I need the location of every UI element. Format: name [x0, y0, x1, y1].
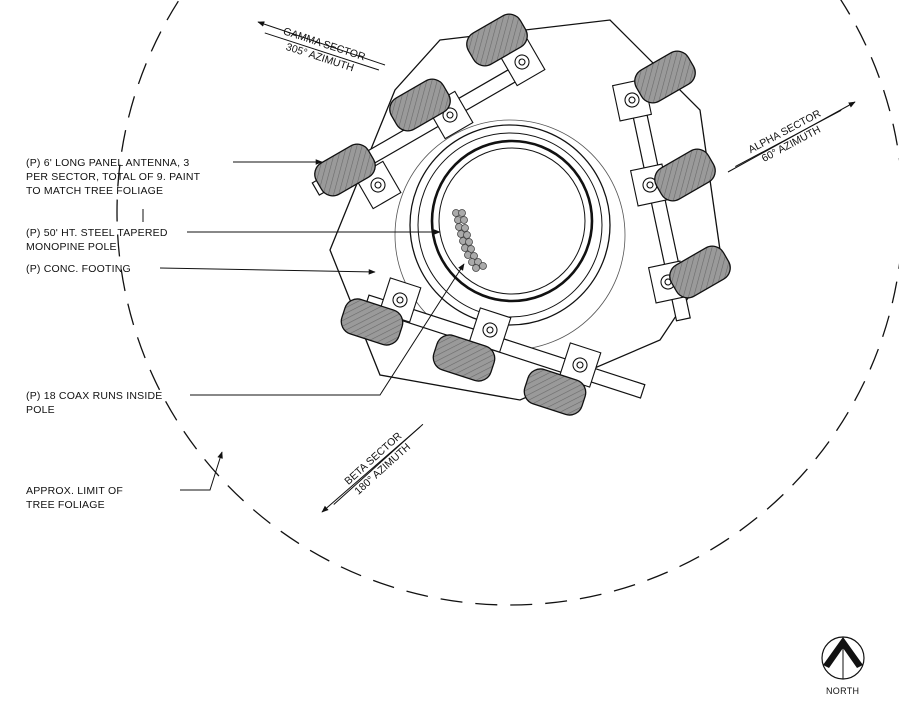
footing-callout: (P) CONC. FOOTING: [26, 262, 131, 276]
coax-callout: (P) 18 COAX RUNS INSIDE POLE: [26, 389, 162, 417]
panel-antennas: [314, 13, 731, 416]
north-label: NORTH: [826, 686, 860, 696]
coax-callout-line-2: POLE: [26, 404, 55, 416]
foliage-callout-line-1: APPROX. LIMIT OF: [26, 485, 123, 497]
north-arrow-icon: [821, 636, 865, 680]
pole-callout-line-1: (P) 50' HT. STEEL TAPERED: [26, 227, 168, 239]
footing-callout-line-1: (P) CONC. FOOTING: [26, 263, 131, 275]
antenna-callout: (P) 6' LONG PANEL ANTENNA, 3 PER SECTOR,…: [26, 156, 200, 198]
foliage-callout: APPROX. LIMIT OF TREE FOLIAGE: [26, 484, 123, 512]
antenna-callout-line-1: (P) 6' LONG PANEL ANTENNA, 3: [26, 157, 190, 169]
antenna-platform-ring: [409, 124, 611, 326]
antenna-callout-line-3: TO MATCH TREE FOLIAGE: [26, 185, 164, 197]
pole-callout-line-2: MONOPINE POLE: [26, 241, 117, 253]
foliage-callout-line-2: TREE FOLIAGE: [26, 499, 105, 511]
foliage-limit-circle: [116, 0, 899, 606]
pole-callout: (P) 50' HT. STEEL TAPERED MONOPINE POLE: [26, 226, 168, 254]
coax-callout-line-1: (P) 18 COAX RUNS INSIDE: [26, 390, 163, 402]
monopine-pole-inner: [438, 147, 586, 295]
alpha-sector-arrow: [727, 101, 856, 173]
antenna-callout-line-2: PER SECTOR, TOTAL OF 9. PAINT: [26, 171, 201, 183]
coax-runs: [452, 209, 487, 272]
beta-sector-arrow: [321, 426, 421, 513]
gamma-sector-arrow: [257, 21, 386, 66]
leader-lines: [142, 159, 465, 491]
